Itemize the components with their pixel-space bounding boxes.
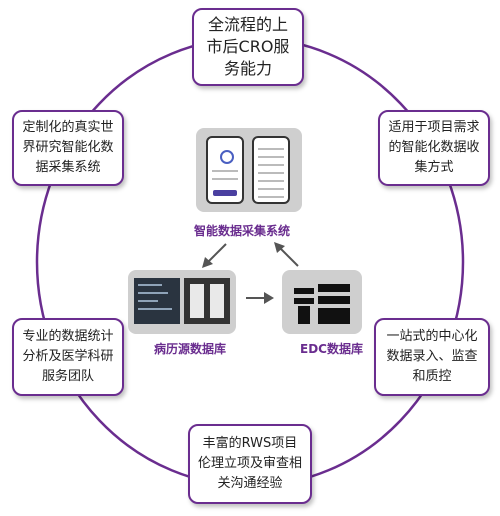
app-logo-icon — [220, 150, 234, 164]
label-medical-records-db: 病历源数据库 — [154, 342, 227, 356]
edc-logo-icon — [294, 284, 350, 324]
box-lower-left-line-3: 服务团队 — [41, 369, 94, 384]
box-lower-right-line-3: 和质控 — [412, 369, 452, 384]
records-screenshot-left — [134, 278, 180, 324]
arrow-records-to-edc — [246, 292, 274, 304]
box-upper-right-line-3: 集方式 — [414, 160, 454, 175]
arrow-system-to-records — [202, 243, 227, 268]
box-bottom-line-1: 丰富的RWS项目 — [202, 436, 298, 451]
records-screenshot-right — [184, 278, 230, 324]
phones-panel — [196, 128, 302, 212]
box-upper-right-line-2: 的智能化数据收 — [388, 140, 480, 155]
records-panel — [128, 270, 236, 334]
box-lower-right-line-2: 数据录入、监查 — [386, 349, 478, 364]
phone-screenshot-right — [252, 136, 290, 204]
box-lower-left-line-2: 分析及医学科研 — [22, 349, 114, 364]
box-top-line-3: 务能力 — [223, 59, 272, 78]
box-bottom: 丰富的RWS项目 伦理立项及审查相 关沟通经验 — [188, 424, 312, 504]
box-lower-right: 一站式的中心化 数据录入、监查 和质控 — [374, 318, 490, 396]
box-bottom-line-2: 伦理立项及审查相 — [197, 456, 302, 471]
box-upper-right-line-1: 适用于项目需求 — [388, 120, 480, 135]
box-bottom-line-3: 关沟通经验 — [217, 476, 283, 491]
arrow-edc-to-system — [274, 242, 299, 267]
box-upper-right: 适用于项目需求 的智能化数据收 集方式 — [378, 110, 490, 186]
box-top-line-2: 市后CRO服 — [206, 37, 290, 56]
edc-panel — [282, 270, 362, 334]
box-upper-left-line-3: 据采集系统 — [35, 160, 101, 175]
box-top-line-1: 全流程的上 — [207, 15, 288, 34]
box-lower-left-line-1: 专业的数据统计 — [22, 329, 114, 344]
box-lower-left: 专业的数据统计 分析及医学科研 服务团队 — [12, 318, 124, 396]
box-upper-left-line-1: 定制化的真实世 — [22, 120, 114, 135]
label-edc-db: EDC数据库 — [300, 342, 363, 356]
box-lower-right-line-1: 一站式的中心化 — [386, 329, 478, 344]
box-upper-left: 定制化的真实世 界研究智能化数 据采集系统 — [12, 110, 124, 186]
box-upper-left-line-2: 界研究智能化数 — [22, 140, 114, 155]
box-top-service: 全流程的上 市后CRO服 务能力 — [192, 8, 304, 86]
login-button-mock — [213, 190, 237, 196]
label-smart-collection-system: 智能数据采集系统 — [194, 224, 291, 238]
phone-screenshot-left — [206, 136, 244, 204]
